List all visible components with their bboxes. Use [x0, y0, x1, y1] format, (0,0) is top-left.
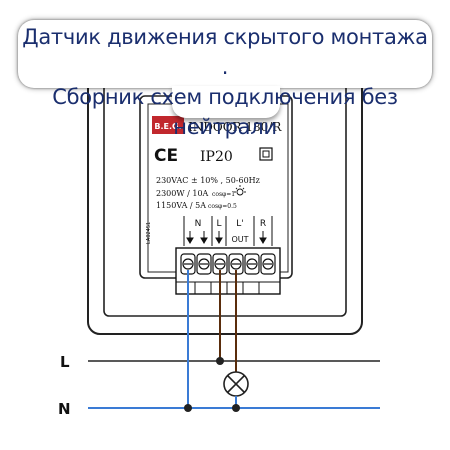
terminal-label-table [183, 216, 273, 246]
terminal-label-n: N [195, 219, 202, 229]
terminal-label-r: R [260, 219, 266, 229]
caption-box [18, 20, 432, 88]
model-text: INDOOR 180/R [188, 120, 282, 134]
caption: Датчик движения скрытого монтажа . Сборн… [20, 22, 430, 139]
label-l: L [60, 353, 70, 371]
double-insulation-icon [259, 147, 273, 161]
terminal-label-out: OUT [231, 235, 248, 244]
junction-l [216, 357, 224, 365]
ce-mark: CE [154, 146, 178, 166]
side-code: LA02451 [146, 222, 152, 244]
spec-cos-1: cosφ=1 [212, 191, 235, 198]
terminal-label-lprime: L' [236, 219, 244, 229]
caption-line-3: нейтрали [173, 115, 277, 139]
lamp-symbol-icon [234, 185, 246, 196]
spec-power-2: 1150VA / 5A [156, 201, 206, 210]
caption-line-2: Сборник схем подключения без [52, 85, 398, 109]
spec-power-1: 2300W / 10A [156, 189, 209, 198]
brand-logo [152, 116, 184, 134]
junction-n-1 [184, 404, 192, 412]
spec-cos-2: cosφ=0.5 [208, 203, 237, 210]
spec-voltage: 230VAC ± 10% , 50-60Hz [156, 176, 260, 185]
terminal-screws [180, 253, 276, 275]
caption-box-tail [172, 86, 280, 118]
junction-n-2 [232, 404, 240, 412]
caption-line-1: Датчик движения скрытого монтажа . [22, 25, 428, 79]
terminal-arrows [186, 231, 267, 244]
brand-text: B.E.G. [154, 122, 181, 131]
ip-rating: IP20 [200, 149, 233, 165]
lamp-icon [223, 371, 249, 397]
terminal-label-l: L [216, 219, 221, 229]
label-n: N [58, 400, 71, 418]
